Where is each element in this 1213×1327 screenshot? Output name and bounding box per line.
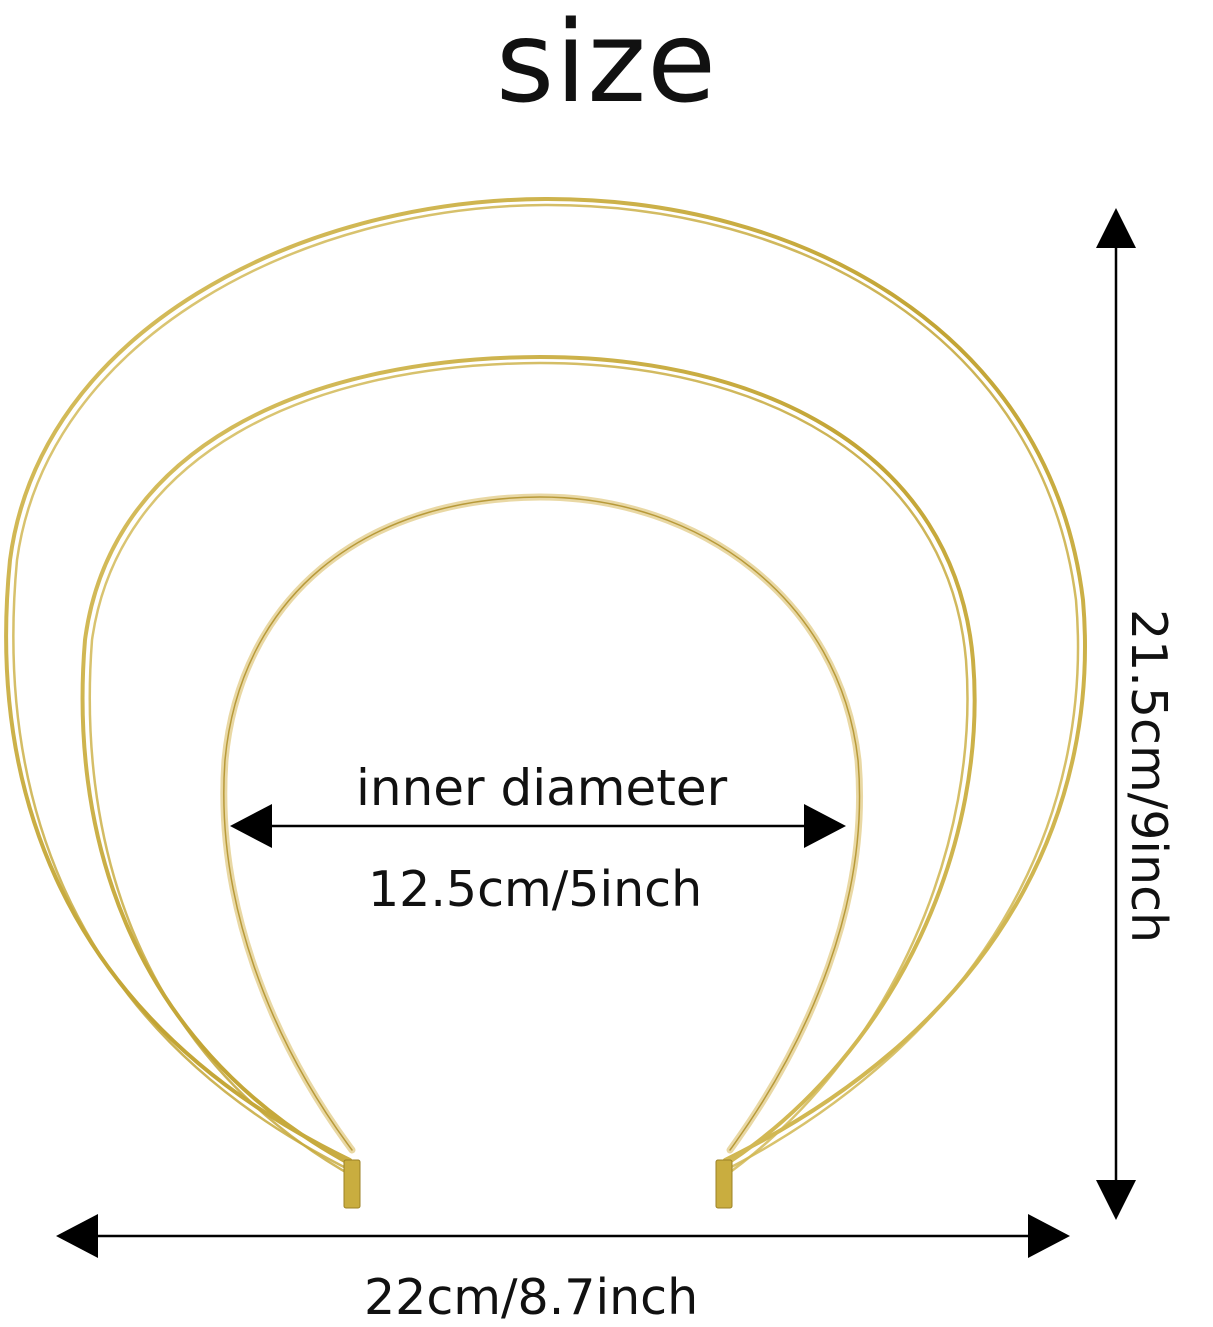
height-value: 21.5cm/9inch bbox=[1120, 608, 1177, 944]
width-value: 22cm/8.7inch bbox=[364, 1269, 699, 1326]
width-arrow bbox=[56, 1214, 1070, 1258]
height-arrow bbox=[1096, 208, 1136, 1220]
middle-wire bbox=[80, 354, 977, 1180]
page-title: size bbox=[495, 0, 718, 128]
wire-ends bbox=[343, 1159, 733, 1209]
inner-diameter-arrow bbox=[230, 804, 846, 848]
inner-band bbox=[220, 493, 864, 1154]
inner-diameter-value: 12.5cm/5inch bbox=[368, 861, 703, 918]
inner-diameter-caption: inner diameter bbox=[356, 759, 728, 817]
outer-wire bbox=[4, 196, 1087, 1174]
